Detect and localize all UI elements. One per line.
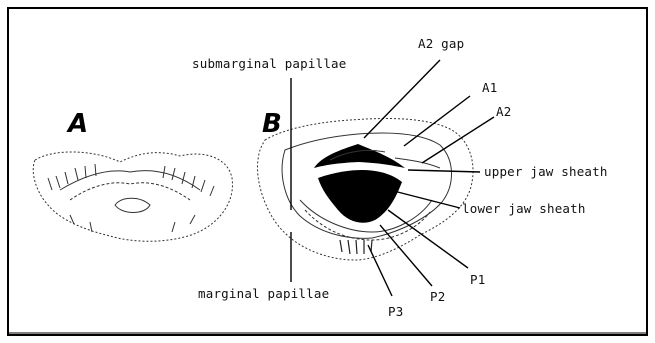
label-a1: A1 <box>482 80 497 95</box>
label-p2: P2 <box>430 289 445 304</box>
label-submarginal-papillae: submarginal papillae <box>192 56 347 71</box>
label-p1: P1 <box>470 272 485 287</box>
label-a2-gap: A2 gap <box>418 36 464 51</box>
panel-label-b: B <box>262 109 282 139</box>
label-p3: P3 <box>388 304 403 319</box>
label-lower-jaw-sheath: lower jaw sheath <box>462 201 586 216</box>
panel-label-a: A <box>66 109 88 139</box>
label-marginal-papillae: marginal papillae <box>198 286 329 301</box>
label-upper-jaw-sheath: upper jaw sheath <box>484 164 608 179</box>
label-a2: A2 <box>496 104 511 119</box>
